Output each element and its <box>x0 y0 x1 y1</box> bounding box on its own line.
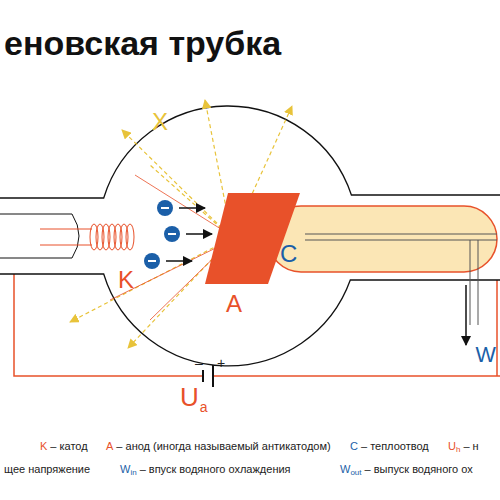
part-letter: C <box>280 242 297 266</box>
legend-letter: W <box>340 464 350 475</box>
cathode-support <box>0 214 79 258</box>
legend-subscript: h <box>456 446 460 454</box>
legend-text: щее напряжение <box>4 464 90 475</box>
part-letter: A <box>226 292 242 316</box>
legend-subscript: in <box>130 469 136 477</box>
anode-target <box>205 193 300 284</box>
legend-text: – катод <box>50 441 87 452</box>
coolant-pipe <box>305 234 497 325</box>
legend-text: – анод (иногда называемый антикатодом) <box>116 441 330 452</box>
voltage-symbol: U <box>180 384 199 410</box>
battery-symbol <box>203 365 213 387</box>
legend-text: – теплоотвод <box>361 441 429 452</box>
part-letter: K <box>118 268 134 292</box>
title: еновская трубка <box>4 26 281 60</box>
filament-coil <box>90 224 134 250</box>
coolant-arrow <box>465 285 467 345</box>
electron-beam <box>144 200 212 269</box>
anode-emission-lines <box>110 175 232 320</box>
legend-subscript: out <box>350 469 361 477</box>
voltage-subscript: a <box>200 400 208 414</box>
legend-text: – н <box>463 441 478 452</box>
glass-envelope <box>0 106 500 366</box>
legend-letter: W <box>120 464 130 475</box>
polarity-sign: – <box>195 356 203 370</box>
legend-letter: C <box>350 441 358 452</box>
legend-text: – впуск водяного охлаждения <box>140 464 291 475</box>
heat-sink <box>268 206 497 272</box>
part-letter: W <box>476 344 496 366</box>
legend-text: – выпуск водяного ох <box>365 464 473 475</box>
legend-letter: A <box>106 441 113 452</box>
polarity-sign: + <box>217 356 225 370</box>
filament-wire <box>40 229 92 245</box>
legend-letter: U <box>448 441 456 452</box>
radiation-label: X <box>152 110 168 134</box>
legend-letter: K <box>40 441 47 452</box>
